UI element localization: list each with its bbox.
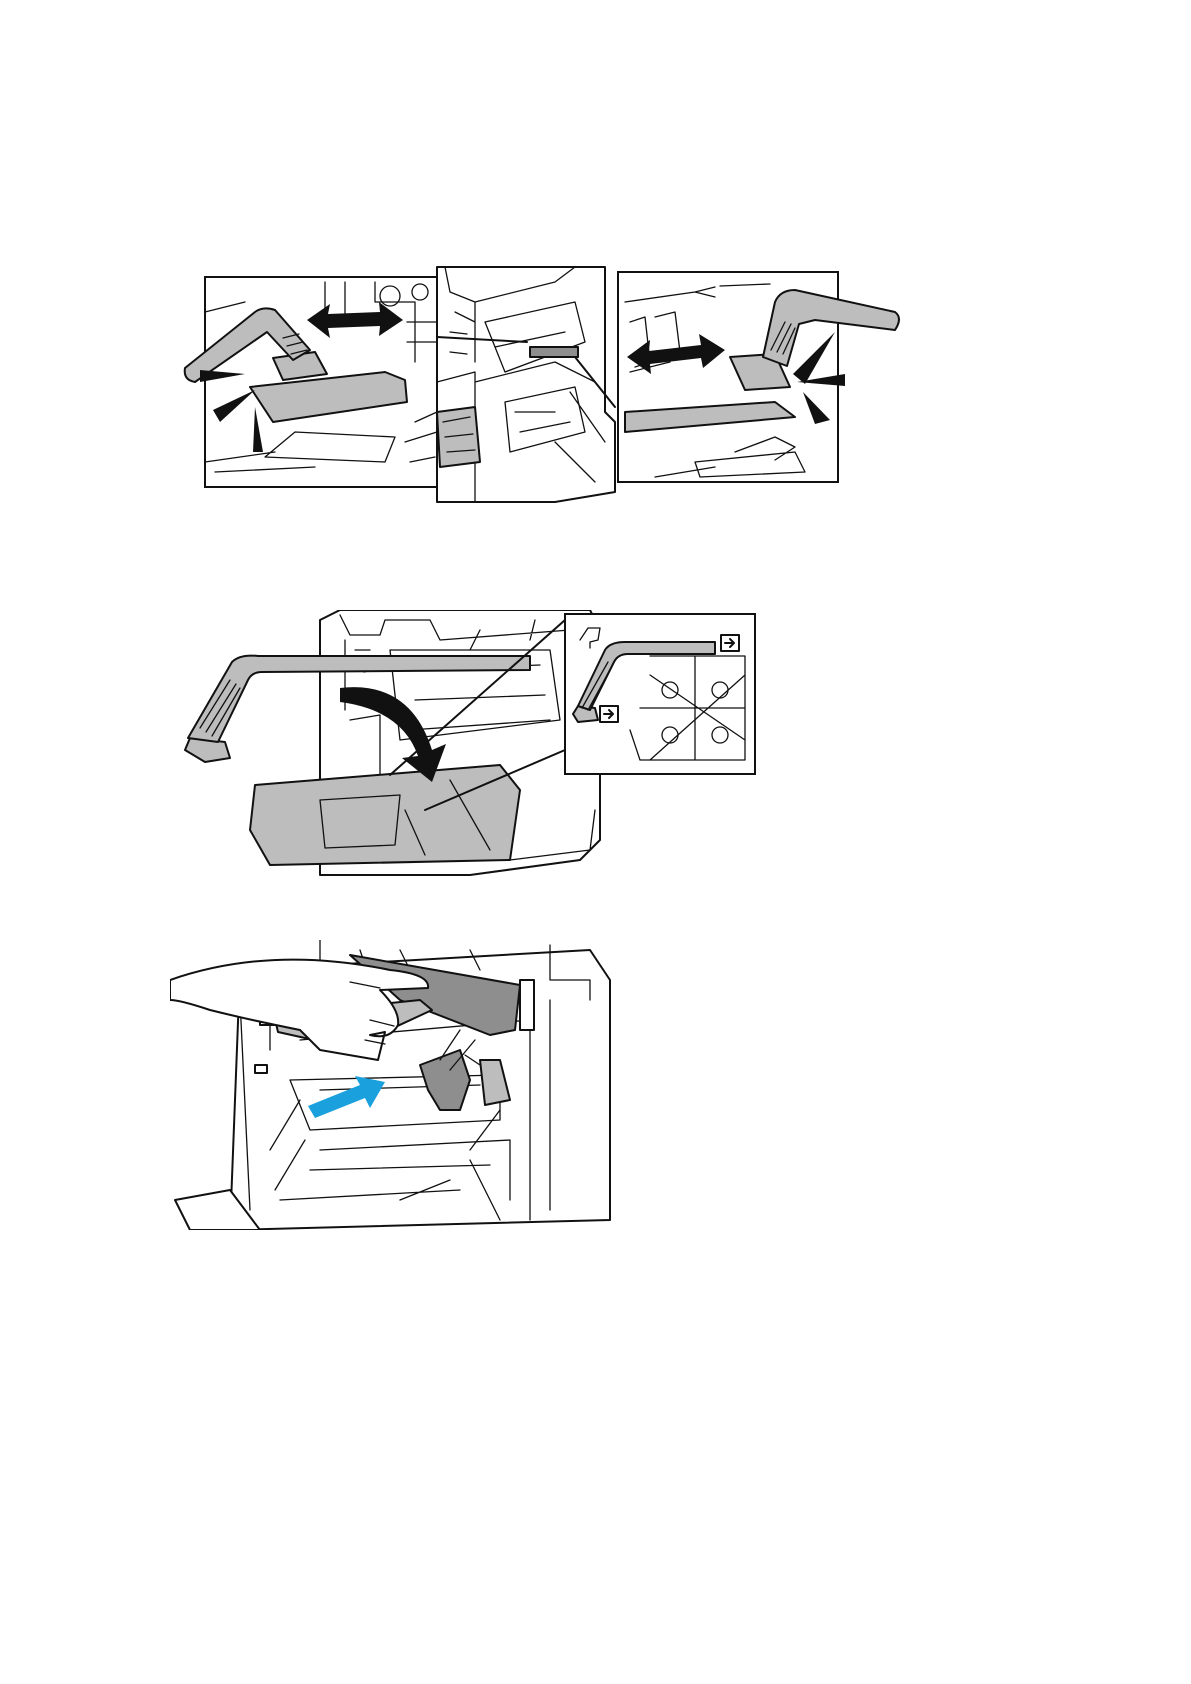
- figure-cleaning-rod-store: [170, 610, 810, 880]
- left-detail-inset: [185, 277, 437, 487]
- rod-storage-inset: [565, 614, 755, 774]
- figure-drum-cartridge-insert: [170, 940, 620, 1230]
- center-printer-view: [437, 267, 615, 502]
- figure-cleaning-rod-slide: [175, 262, 985, 532]
- right-detail-inset: [618, 272, 899, 482]
